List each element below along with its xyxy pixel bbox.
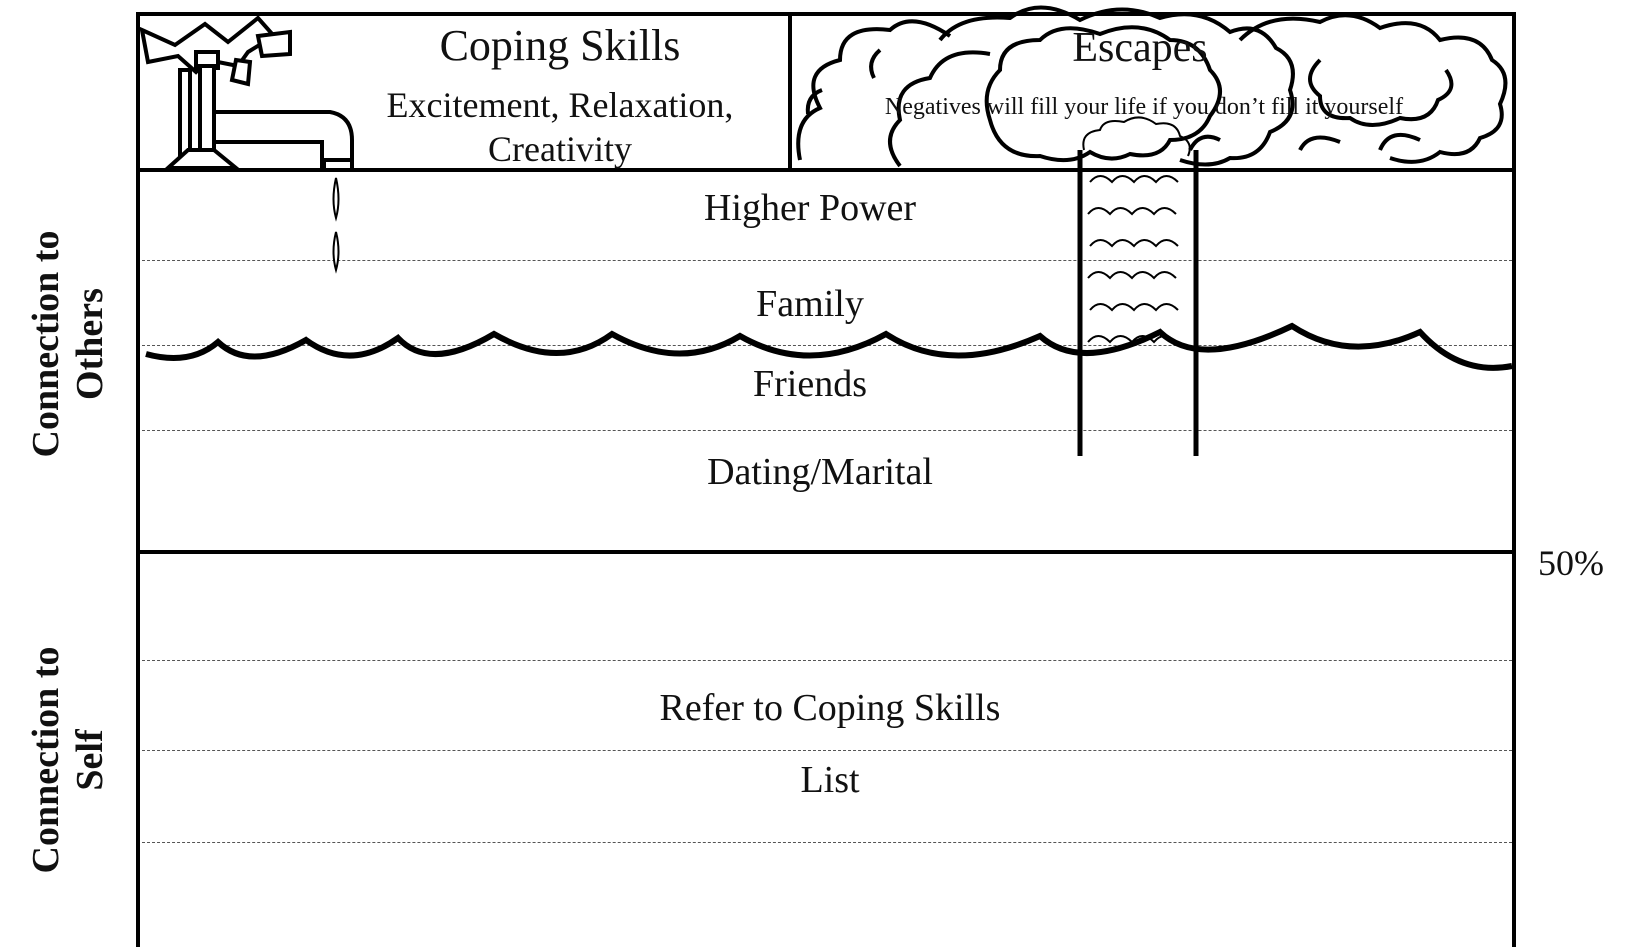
diagram-frame (136, 12, 1516, 947)
escapes-subtitle: Negatives will fill your life if you don… (884, 94, 1404, 120)
side-label-others: Connection to Others (25, 230, 111, 458)
guide-line (142, 260, 1512, 261)
label-dating-marital: Dating/Marital (707, 451, 933, 493)
header-divider (136, 168, 1516, 172)
coping-skills-line1: Excitement, Relaxation, (386, 85, 734, 125)
half-divider (136, 550, 1516, 554)
vertical-divider (788, 12, 792, 170)
guide-line (142, 345, 1512, 346)
cloud-icon (796, 5, 1508, 168)
guide-line (142, 660, 1512, 661)
faucet-icon (139, 15, 354, 172)
label-friends: Friends (753, 363, 867, 405)
label-refer-coping: Refer to Coping Skills (659, 687, 1001, 729)
wave-line (145, 322, 1513, 371)
side-label-self: Connection to Self (25, 646, 111, 874)
label-higher-power: Higher Power (703, 187, 917, 229)
water-drop-icon (332, 177, 340, 274)
escapes-title: Escapes (1072, 25, 1208, 71)
coping-skills-line2: Creativity (488, 129, 632, 169)
label-family: Family (756, 283, 864, 325)
guide-line (142, 842, 1512, 843)
cloud-column-icon (1082, 116, 1191, 344)
guide-line (142, 430, 1512, 431)
coping-skills-title: Coping Skills (439, 21, 681, 70)
column-posts (1077, 150, 1199, 456)
label-list: List (800, 759, 860, 801)
percent-label: 50% (1538, 543, 1604, 583)
guide-line (142, 750, 1512, 751)
